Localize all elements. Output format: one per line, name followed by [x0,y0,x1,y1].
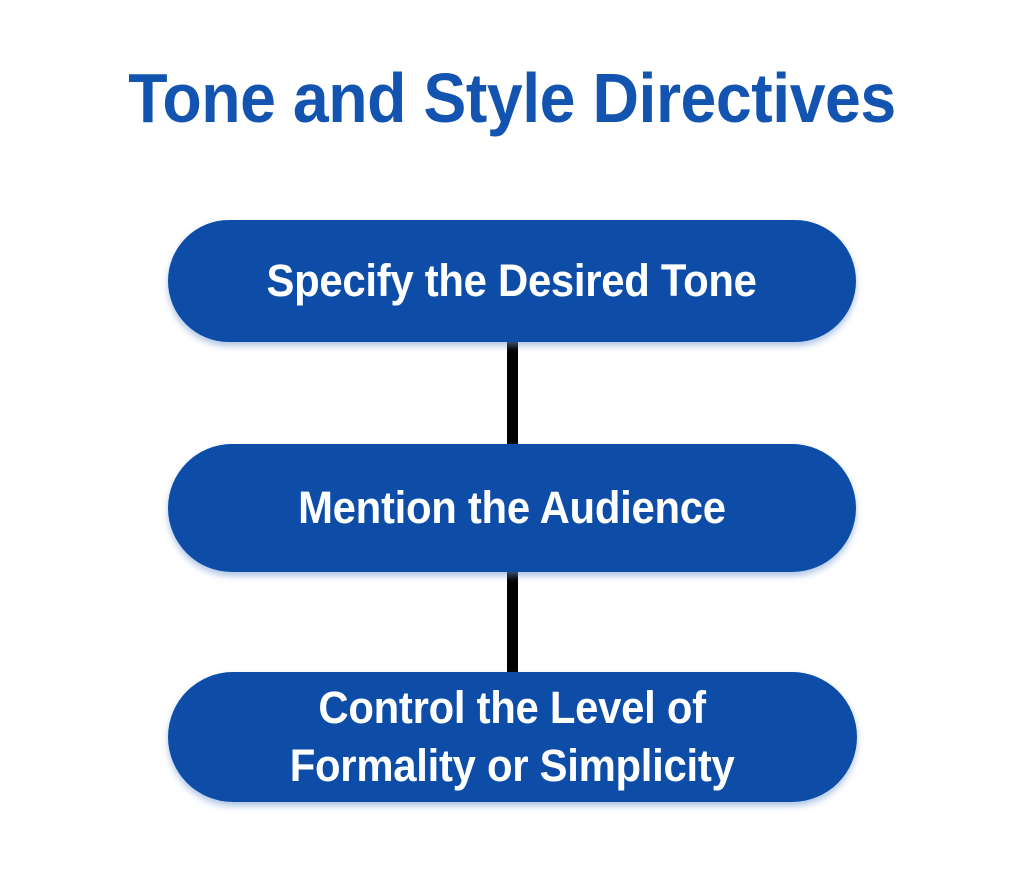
flow-node-mention-the-audience[interactable]: Mention the Audience [168,444,856,572]
flow-node-label: Mention the Audience [298,482,726,533]
connector-node2-to-node3 [507,560,518,684]
flow-node-label: Specify the Desired Tone [266,255,758,306]
connector-node1-to-node2 [507,330,518,456]
flow-node-specify-the-desired-tone[interactable]: Specify the Desired Tone [168,220,856,342]
flow-node-control-the-level-of-formality-or-simplicity[interactable]: Control the Level of Formality or Simpli… [168,672,857,802]
page-title: Tone and Style Directives [128,59,896,137]
flow-node-label: Control the Level of Formality or Simpli… [290,682,735,791]
